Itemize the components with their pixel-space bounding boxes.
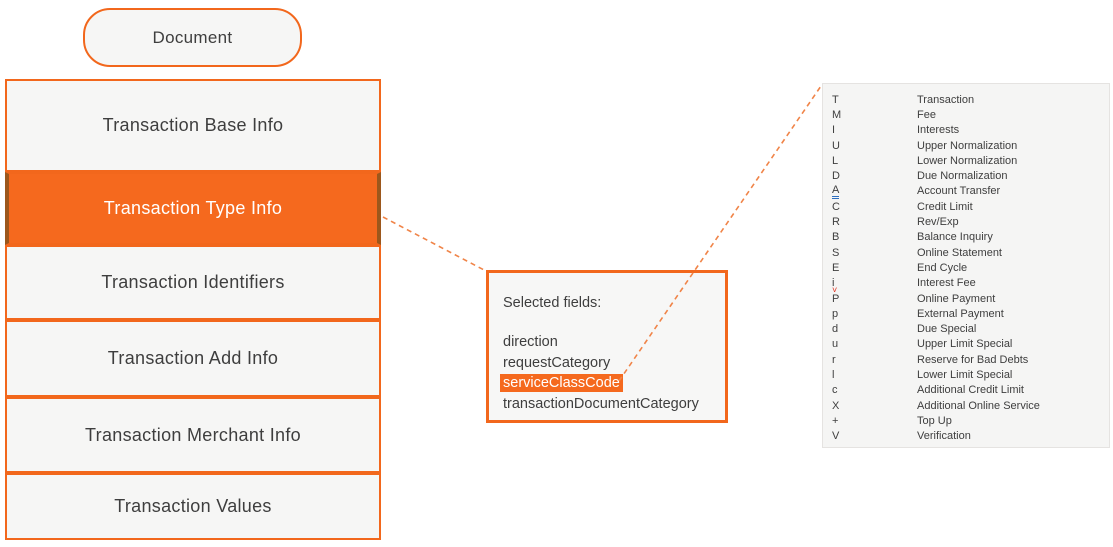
code-description: Additional Online Service — [917, 399, 1040, 412]
selected-fields-box: Selected fields: direction requestCatego… — [486, 270, 728, 423]
code-letter: d — [832, 323, 839, 336]
code-letter: u — [832, 338, 839, 351]
code-row: P Online Payment — [832, 291, 1109, 306]
section-box-transaction-identifiers[interactable]: Transaction Identifiers — [5, 245, 381, 320]
section-box-transaction-add-info[interactable]: Transaction Add Info — [5, 320, 381, 397]
code-row: A Account Transfer — [832, 184, 1109, 199]
code-letter: L — [832, 154, 839, 167]
code-letter: R — [832, 216, 840, 229]
code-row: i Interest Fee — [832, 276, 1109, 296]
code-row: T Transaction — [832, 92, 1109, 107]
code-description: Account Transfer — [917, 185, 1001, 198]
code-letter: D — [832, 170, 840, 183]
code-row: p External Payment — [832, 306, 1109, 321]
code-row: I Interests — [832, 123, 1109, 138]
code-description: Reserve for Bad Debts — [917, 353, 1029, 366]
code-description: Transaction — [917, 93, 975, 106]
code-letter: + — [832, 414, 839, 427]
selected-field-highlight: serviceClassCode — [500, 374, 623, 392]
code-row: X Additional Online Service — [832, 398, 1109, 413]
selected-field-item-serviceclasscode[interactable]: serviceClassCode — [500, 373, 725, 394]
code-row: l Lower Limit Special — [832, 367, 1109, 382]
code-description: Interests — [917, 124, 960, 137]
code-description: Lower Limit Special — [917, 368, 1013, 381]
code-letter: I — [832, 124, 836, 137]
code-description: Online Payment — [917, 292, 996, 305]
code-row: R Rev/Exp — [832, 214, 1109, 229]
code-letter: T — [832, 93, 839, 106]
code-letter: r — [832, 353, 836, 366]
code-letter: S — [832, 246, 840, 259]
code-row: D Due Normalization — [832, 168, 1109, 183]
code-description: External Payment — [917, 307, 1004, 320]
code-letter: M — [832, 108, 842, 121]
code-description: Lower Normalization — [917, 154, 1018, 167]
selected-fields-title: Selected fields: — [503, 295, 602, 311]
code-row: C Credit Limit — [832, 199, 1109, 214]
section-label: Transaction Identifiers — [101, 272, 285, 292]
code-row: S Online Statement — [832, 245, 1109, 260]
code-letter: P — [832, 292, 840, 305]
code-row: + Top Up — [832, 413, 1109, 428]
selected-fields-list: direction requestCategory serviceClassCo… — [500, 332, 725, 414]
code-description: Rev/Exp — [917, 216, 959, 229]
code-description: Balance Inquiry — [917, 231, 993, 244]
code-letter: A — [832, 184, 840, 199]
section-label: Transaction Values — [114, 496, 272, 516]
code-row: U Upper Normalization — [832, 138, 1109, 153]
code-row: B Balance Inquiry — [832, 230, 1109, 245]
code-letter: U — [832, 139, 840, 152]
code-description: Upper Limit Special — [917, 338, 1013, 351]
code-description: Online Statement — [917, 246, 1002, 259]
code-letter: X — [832, 399, 840, 412]
code-row: M Fee — [832, 107, 1109, 122]
section-label: Transaction Merchant Info — [85, 424, 301, 445]
section-label: Transaction Base Info — [102, 115, 284, 135]
code-description: Additional Credit Limit — [917, 384, 1024, 397]
connector-type-info-to-fields — [382, 216, 487, 272]
section-box-transaction-base-info[interactable]: Transaction Base Info — [5, 79, 381, 172]
code-row: d Due Special — [832, 321, 1109, 336]
code-letter: i — [832, 278, 838, 296]
code-row: r Reserve for Bad Debts — [832, 352, 1109, 367]
selected-field-item-requestcategory[interactable]: requestCategory — [503, 354, 611, 371]
code-letter: p — [832, 307, 839, 320]
section-label: Transaction Add Info — [107, 348, 279, 368]
code-letter: l — [832, 368, 835, 381]
section-box-transaction-type-info[interactable]: Transaction Type Info — [5, 172, 381, 245]
document-node-label: Document — [152, 27, 233, 47]
section-box-transaction-values[interactable]: Transaction Values — [5, 473, 381, 540]
transaction-sections-stack: Transaction Base Info Transaction Type I… — [5, 79, 381, 540]
code-description: End Cycle — [917, 261, 968, 274]
code-description: Fee — [917, 108, 936, 121]
code-letter: E — [832, 261, 840, 274]
section-box-transaction-merchant-info[interactable]: Transaction Merchant Info — [5, 397, 381, 473]
document-node[interactable]: Document — [83, 8, 302, 67]
service-class-codes-panel: T Transaction M Fee I Interests U Upper … — [822, 83, 1110, 448]
code-description: Upper Normalization — [917, 139, 1018, 152]
section-label: Transaction Type Info — [103, 198, 283, 218]
code-letter: V — [832, 430, 840, 443]
code-description: Interest Fee — [917, 277, 976, 290]
code-description: Credit Limit — [917, 200, 973, 213]
code-row: V Verification — [832, 429, 1109, 444]
code-row: c Additional Credit Limit — [832, 383, 1109, 398]
selected-field-item-direction[interactable]: direction — [503, 334, 558, 350]
code-row: E End Cycle — [832, 260, 1109, 275]
code-description: Verification — [917, 430, 971, 443]
code-description: Due Normalization — [917, 170, 1008, 183]
code-row: u Upper Limit Special — [832, 337, 1109, 352]
code-description: Top Up — [917, 414, 952, 427]
code-description: Due Special — [917, 323, 977, 336]
code-letter: B — [832, 231, 840, 244]
code-letter: c — [832, 384, 838, 397]
code-row: L Lower Normalization — [832, 153, 1109, 168]
selected-field-item-transactiondocumentcategory[interactable]: transactionDocumentCategory — [503, 395, 699, 412]
code-letter: C — [832, 200, 840, 213]
